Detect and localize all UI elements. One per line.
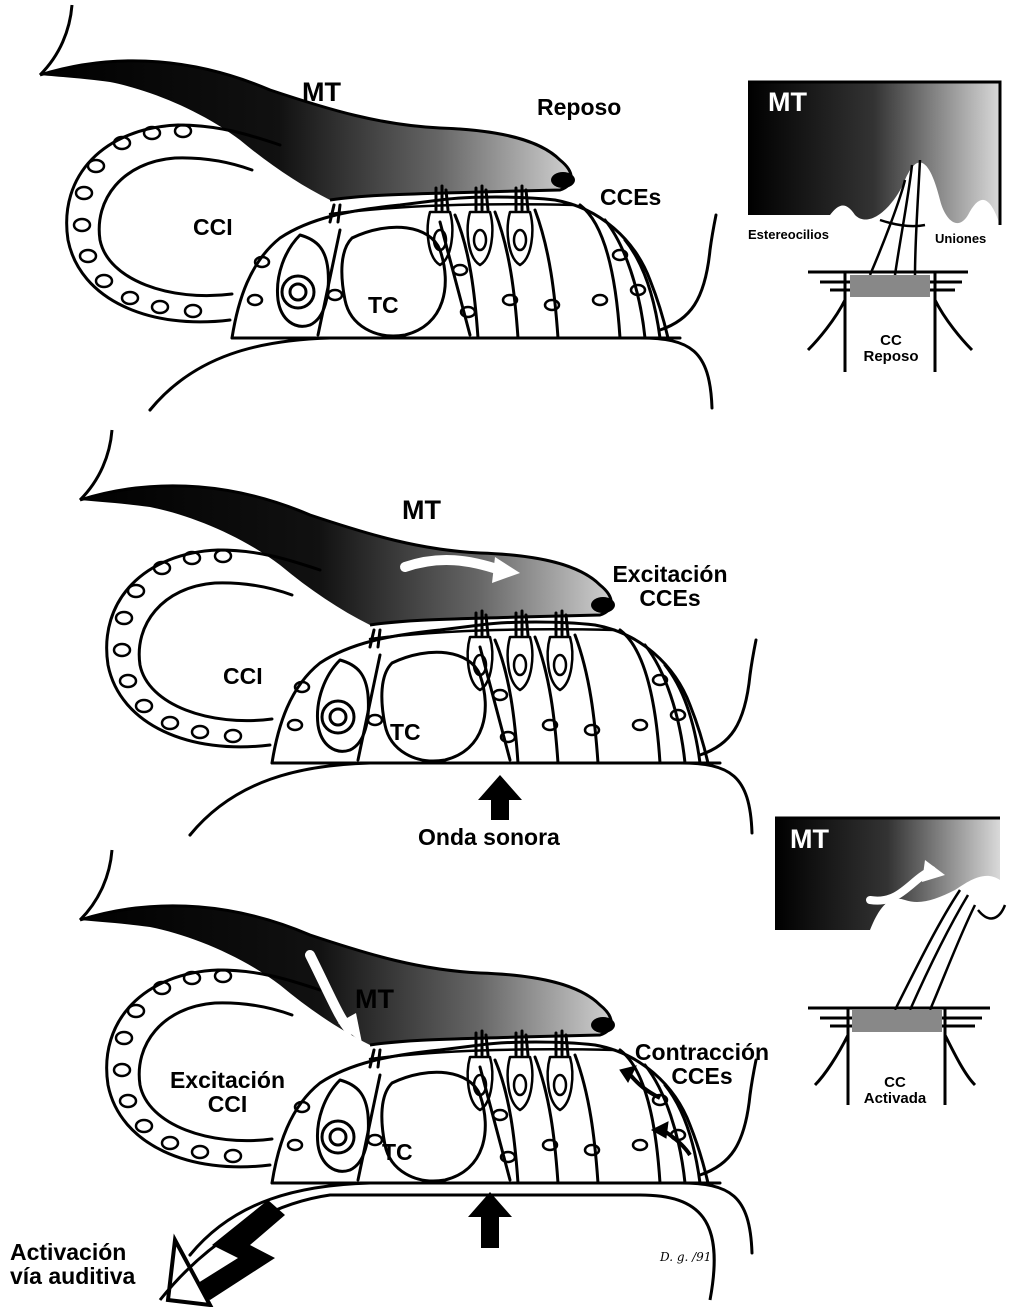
sound-wave-arrow bbox=[478, 775, 522, 820]
cell-active-line2: Activada bbox=[840, 1091, 950, 1107]
tc-label-middle: TC bbox=[390, 720, 421, 744]
excitation-cci-label: Excitación CCI bbox=[150, 1068, 305, 1116]
mt-label-inset-rest: MT bbox=[768, 88, 807, 116]
state-label-rest: Reposo bbox=[537, 95, 621, 119]
auditory-pathway-arrow bbox=[168, 1200, 285, 1305]
excitation-line1: Excitación bbox=[590, 562, 750, 586]
contraction-cces-label: Contracción CCEs bbox=[612, 1040, 792, 1088]
cell-rest-line2: Reposo bbox=[845, 349, 937, 365]
inset-active bbox=[775, 818, 1005, 1105]
mt-label-top: MT bbox=[302, 78, 341, 106]
stereocilia-label: Estereocilios bbox=[748, 228, 829, 242]
cell-rest-label: CC Reposo bbox=[845, 333, 937, 365]
excitation-cces-label: Excitación CCEs bbox=[590, 562, 750, 610]
cell-active-label: CC Activada bbox=[840, 1075, 950, 1107]
mt-label-bottom: MT bbox=[355, 985, 394, 1013]
contr-line1: Contracción bbox=[612, 1040, 792, 1064]
mt-label-middle: MT bbox=[402, 496, 441, 524]
up-arrow-bottom bbox=[468, 1192, 512, 1248]
pathway-label: Activación vía auditiva bbox=[10, 1240, 135, 1288]
excit-cci-line2: CCI bbox=[150, 1092, 305, 1116]
panel-excitation bbox=[80, 430, 756, 835]
cci-label-top: CCI bbox=[193, 215, 233, 239]
excit-cci-line1: Excitación bbox=[150, 1068, 305, 1092]
pathway-line2: vía auditiva bbox=[10, 1264, 135, 1288]
sound-wave-label: Onda sonora bbox=[418, 825, 560, 849]
cci-label-middle: CCI bbox=[223, 664, 263, 688]
pathway-line1: Activación bbox=[10, 1240, 135, 1264]
cell-rest-line1: CC bbox=[845, 333, 937, 349]
cces-label-top: CCEs bbox=[600, 185, 661, 209]
tc-label-bottom: TC bbox=[382, 1140, 413, 1164]
contr-line2: CCEs bbox=[612, 1064, 792, 1088]
artist-signature: D. g. /91 bbox=[660, 1250, 711, 1264]
tc-label-top: TC bbox=[368, 293, 399, 317]
mt-label-inset-active: MT bbox=[790, 825, 829, 853]
cell-active-line1: CC bbox=[840, 1075, 950, 1091]
junctions-label: Uniones bbox=[935, 232, 986, 246]
excitation-line2: CCEs bbox=[590, 586, 750, 610]
